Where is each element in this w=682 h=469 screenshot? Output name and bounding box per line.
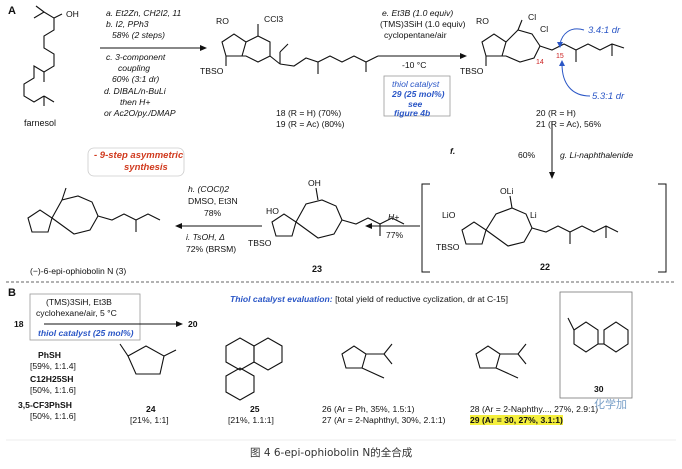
watermark-text: 化学加 — [594, 399, 627, 411]
hplus-label: H+ — [388, 212, 400, 222]
compound-30-label: 30 — [594, 384, 604, 394]
cmp20-cl2: Cl — [540, 24, 549, 34]
panel-a-label: A — [8, 5, 16, 17]
step-e1: e. Et3B (1.0 equiv) — [382, 8, 454, 18]
cmp22-li: Li — [530, 210, 537, 220]
panel-b-from: 18 — [14, 319, 24, 329]
compound-25-label: 25 — [250, 404, 260, 414]
panel-b-cond-1: (TMS)3SiH, Et3B — [46, 297, 112, 307]
compound-24-structure — [119, 343, 177, 375]
hplus-yield: 77% — [386, 230, 404, 240]
cmp20-c14: 14 — [536, 59, 544, 66]
compound-23-label: 23 — [312, 264, 323, 274]
figure-caption: 图 4 6-epi-ophiobolin N的全合成 — [250, 447, 413, 459]
panel-b-to: 20 — [188, 319, 198, 329]
catalyst-note-3: see — [408, 99, 423, 109]
step-h2: DMSO, Et3N — [188, 196, 238, 206]
step-i2: 72% (BRSM) — [186, 244, 237, 254]
cmp20-cl: Cl — [528, 12, 537, 22]
step-d3: or Ac2O/py./DMAP — [104, 108, 176, 118]
step-d1: d. DIBAL/n-BuLi — [104, 86, 166, 96]
compound-30-structure — [567, 317, 629, 353]
step-a: a. Et2Zn, CH2I2, 11 — [106, 8, 182, 18]
dr-annotation-2: 5.3:1 dr — [592, 91, 625, 102]
thiol-name-0: PhSH — [38, 350, 61, 360]
step-c2: coupling — [118, 63, 151, 73]
compound-26-27-structure — [341, 343, 393, 379]
farnesol-structure — [23, 5, 63, 106]
compound-27-result: 27 (Ar = 2-Naphthyl, 30%, 2.1:1) — [322, 415, 446, 425]
thiol-eval-title: Thiol catalyst evaluation: — [230, 294, 333, 304]
step-h1: h. (COCl)2 — [188, 184, 230, 194]
compound-28-result: 28 (Ar = 2-Naphthy..., 27%, 2.9:1) — [470, 404, 599, 414]
cmp19-line2: 19 (R = Ac) (80%) — [276, 119, 345, 129]
dr-annotation-1: 3.4:1 dr — [588, 25, 621, 36]
cmp20-ro: RO — [476, 16, 489, 26]
cmp23-tbso: TBSO — [248, 238, 272, 248]
step-e2: (TMS)3SiH (1.0 equiv) — [380, 19, 466, 29]
step-h3: 78% — [204, 208, 222, 218]
step-f: f. — [450, 146, 456, 156]
compound-18-structure — [221, 24, 379, 74]
compound-26-result: 26 (Ar = Ph, 35%, 1.5:1) — [322, 404, 415, 414]
farnesol-oh: OH — [66, 9, 79, 19]
compound-25-structure — [225, 337, 283, 401]
cmp18-tbso: TBSO — [200, 66, 224, 76]
catalyst-note-4: figure 4b — [394, 108, 431, 118]
step-e4: -10 °C — [402, 60, 427, 70]
cmp23-ho: HO — [266, 206, 279, 216]
cmp18-line1: 18 (R = H) (70%) — [276, 108, 342, 118]
cmp20-c15: 15 — [556, 53, 564, 60]
panel-b-cond-3: thiol catalyst (25 mol%) — [38, 328, 134, 338]
catalyst-note-2: 29 (25 mol%) — [392, 89, 445, 99]
step-e3: cyclopentane/air — [384, 30, 447, 40]
catalyst-note-1: thiol catalyst — [392, 79, 440, 89]
compound-24-result: [21%, 1:1] — [130, 415, 169, 425]
thiol-result-1: [50%, 1:1.6] — [30, 385, 76, 395]
step-c-yield: 60% (3:1 dr) — [112, 74, 160, 84]
cmp20-line1: 20 (R = H) — [536, 108, 576, 118]
step-f-yield: 60% — [518, 150, 536, 160]
panel-b-label: B — [8, 287, 16, 299]
compound-29-result: 29 (Ar = 30, 27%, 3.1:1) — [470, 415, 563, 425]
panel-b-cond-2: cyclohexane/air, 5 °C — [36, 308, 117, 318]
thiol-name-1: C12H25SH — [30, 374, 74, 384]
step-c1: c. 3-component — [106, 52, 166, 62]
cmp18-ro: RO — [216, 16, 229, 26]
thiol-eval-heading: Thiol catalyst evaluation: [total yield … — [230, 294, 508, 304]
cmp21-line2: 21 (R = Ac), 56% — [536, 119, 602, 129]
thiol-result-2: [50%, 1:1.6] — [30, 411, 76, 421]
cmp22-tbso: TBSO — [436, 242, 460, 252]
cmp20-tbso: TBSO — [460, 66, 484, 76]
step-i1: i. TsOH, Δ — [186, 232, 225, 242]
product-3-structure — [27, 187, 161, 235]
highlight-line-1: - 9-step asymmetric — [94, 150, 184, 161]
thiol-name-2: 3,5-CF3PhSH — [18, 400, 72, 410]
compound-25-result: [21%, 1.1:1] — [228, 415, 274, 425]
product-label: (−)-6-epi-ophiobolin N (3) — [30, 266, 127, 276]
cmp22-oli: OLi — [500, 186, 514, 196]
step-b: b. I2, PPh3 — [106, 19, 149, 29]
compound-23-structure — [271, 187, 405, 239]
compound-24-label: 24 — [146, 404, 156, 414]
compound-20-structure — [481, 19, 625, 66]
compound-22-structure — [461, 195, 619, 247]
cmp23-oh: OH — [308, 178, 321, 188]
compound-28-29-structure — [475, 343, 527, 379]
compound-22-label: 22 — [540, 262, 551, 272]
cmp22-lio: LiO — [442, 210, 456, 220]
cmp18-ccl3: CCl3 — [264, 14, 284, 24]
step-d2: then H+ — [120, 97, 151, 107]
step-g: g. Li-naphthalenide — [560, 150, 634, 160]
thiol-result-0: [59%, 1:1.4] — [30, 361, 76, 371]
step-ab-yield: 58% (2 steps) — [112, 30, 166, 40]
highlight-line-2: synthesis — [124, 162, 168, 173]
farnesol-label: farnesol — [24, 118, 57, 128]
thiol-eval-subtitle: [total yield of reductive cyclization, d… — [335, 294, 508, 304]
